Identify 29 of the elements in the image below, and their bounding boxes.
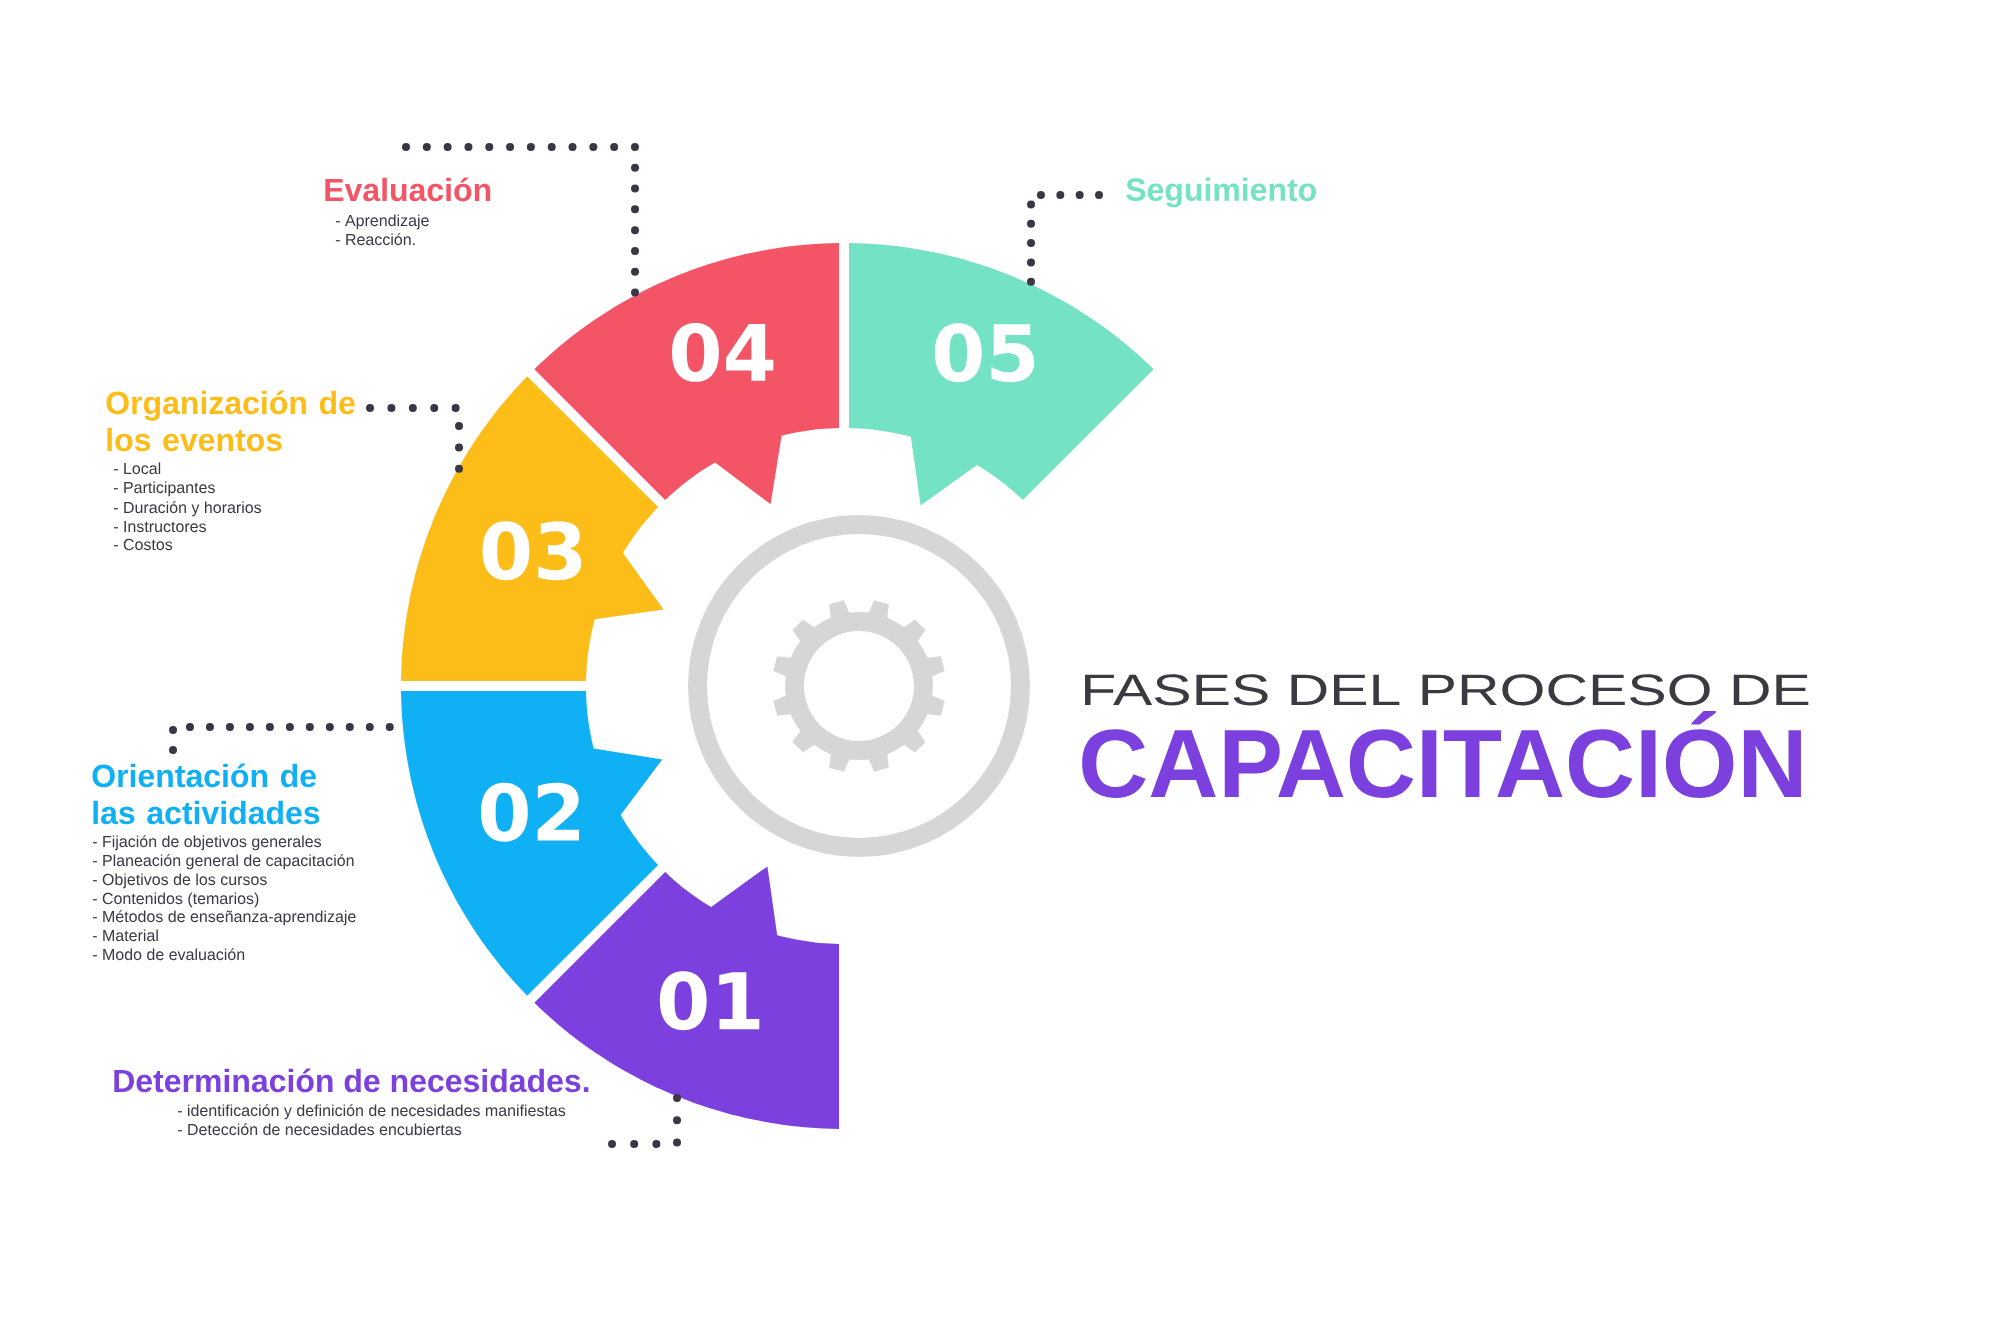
heading: Seguimiento: [1126, 177, 1316, 208]
list-item: - Costos: [113, 538, 173, 551]
list-item: - Participantes: [113, 481, 215, 497]
heading: Evaluación: [325, 177, 491, 202]
ring-segment: 03: [401, 376, 664, 681]
list-item: - Métodos de enseñanza-aprendizaje: [92, 910, 356, 926]
list-item: - Modo de evaluación: [92, 948, 245, 961]
list-item: - Aprendizaje: [335, 214, 429, 230]
ring-segment: 04: [534, 243, 839, 505]
leader-line: [169, 723, 394, 754]
heading: Organización de los eventos: [106, 390, 355, 452]
heading: Orientación de las actividades: [92, 763, 320, 825]
list-item: - Planeación general de capacitación: [92, 854, 354, 870]
list-item: - Fijación de objetivos generales: [92, 835, 322, 851]
leader-line: [402, 143, 639, 297]
leader-line: [366, 404, 463, 473]
list-item: - Duración y horarios: [113, 501, 262, 517]
list-item: - Objetivos de los cursos: [92, 873, 267, 889]
list-item: - Contenidos (temarios): [92, 892, 259, 908]
list-item: - Local: [113, 462, 161, 475]
title-text: FASES DEL PROCESO DE: [1085, 674, 1809, 706]
ring-segment: 05: [849, 243, 1154, 506]
list-item: - Material: [92, 929, 158, 942]
leader-line: [608, 1094, 681, 1148]
list-item: - Detección de necesidades encubiertas: [177, 1123, 462, 1136]
list-item: - Reacción.: [335, 233, 415, 246]
title: CAPACITACIÓN: [1082, 711, 1801, 798]
leader-line: [1027, 191, 1103, 286]
list-item: - Instructores: [113, 520, 206, 533]
